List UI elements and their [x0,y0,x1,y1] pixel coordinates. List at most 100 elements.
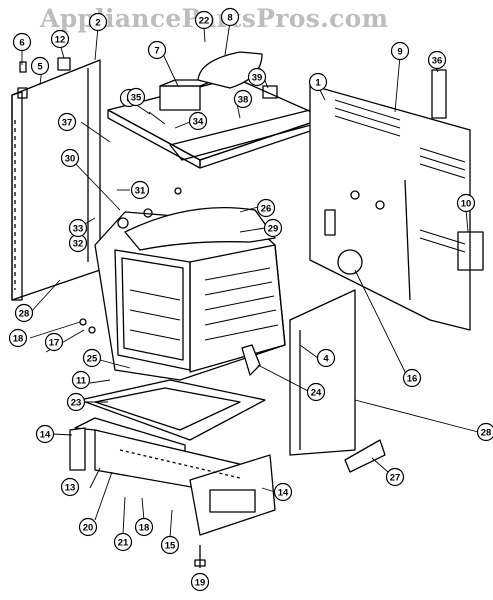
callout-29: 29 [263,218,283,238]
callout-number: 21 [118,538,129,549]
left-side-panel [11,59,101,301]
callout-circle [12,32,32,52]
part-36 [431,69,447,119]
callout-circle [88,12,108,32]
callout-32: 32 [68,233,88,253]
callout-number: 17 [49,338,60,349]
right-side-panel [289,289,356,456]
callout-circle [134,517,154,537]
callout-circle [160,535,180,555]
callout-14: 14 [273,482,293,502]
callout-circle [194,10,214,30]
callout-24: 24 [306,382,326,402]
callout-18: 18 [134,517,154,537]
callout-number: 13 [65,483,76,494]
callout-number: 22 [199,16,210,27]
callout-number: 1 [315,78,321,89]
callout-number: 30 [65,154,76,165]
callout-number: 24 [311,388,322,399]
callout-39: 39 [247,67,267,87]
callout-20: 20 [78,517,98,537]
callout-number: 23 [71,398,82,409]
callout-13: 13 [60,477,80,497]
callout-circle [113,532,133,552]
callout-circle [427,50,447,70]
callout-23: 23 [66,392,86,412]
callout-circle [35,424,55,444]
callout-number: 37 [62,118,73,129]
callout-number: 8 [227,13,232,24]
callout-number: 33 [73,224,84,235]
callout-circle [126,87,146,107]
callout-circle [147,40,167,60]
callout-38: 38 [233,89,253,109]
callout-28: 28 [476,422,493,442]
leveling-leg [194,545,206,568]
callout-circle [8,328,28,348]
callout-8: 8 [220,7,240,27]
callout-10: 10 [456,193,476,213]
callout-number: 2 [95,18,100,29]
callout-number: 28 [481,428,492,439]
callout-circle [50,29,70,49]
callout-17: 17 [44,332,64,352]
callout-12: 12 [50,29,70,49]
callout-number: 14 [40,430,51,441]
callout-circle [306,382,326,402]
callout-number: 34 [193,117,204,128]
callout-circle [233,89,253,109]
callout-5: 5 [30,56,50,76]
rear-panel [309,84,471,331]
callout-4: 4 [316,348,336,368]
callout-number: 7 [154,46,159,57]
callout-number: 5 [37,62,43,73]
callout-number: 36 [432,56,443,67]
callout-circle [66,392,86,412]
callout-number: 35 [131,93,142,104]
callout-14: 14 [35,424,55,444]
callout-circle [385,467,405,487]
callout-number: 28 [19,309,30,320]
callout-2: 2 [88,12,108,32]
callout-number: 32 [73,239,84,250]
part-16 [337,249,363,275]
callout-1: 1 [308,72,328,92]
callout-number: 10 [461,199,472,210]
callout-7: 7 [147,40,167,60]
callout-circle [60,477,80,497]
callout-37: 37 [57,112,77,132]
callout-circle [130,180,150,200]
callout-number: 26 [261,204,272,215]
vent-duct [197,51,263,89]
callout-circle [256,198,276,218]
callout-circle [71,370,91,390]
callout-circle [57,112,77,132]
callout-circle [190,572,210,592]
callout-22: 22 [194,10,214,30]
callout-16: 16 [402,368,422,388]
callout-number: 12 [55,35,66,46]
storage-drawer-frame [69,417,276,536]
callout-31: 31 [130,180,150,200]
callout-30: 30 [60,148,80,168]
callout-11: 11 [71,370,91,390]
callout-circle [78,517,98,537]
insulation [124,206,276,251]
callout-circle [390,41,410,61]
oven-bottom [79,379,266,441]
callout-circle [68,218,88,238]
callout-number: 4 [323,354,329,365]
callout-circle [308,72,328,92]
callout-number: 27 [390,473,401,484]
callout-number: 31 [135,186,146,197]
part-10 [457,231,484,271]
callout-number: 18 [139,523,150,534]
callout-circle [188,111,208,131]
callout-circle [220,7,240,27]
callout-number: 29 [268,224,279,235]
callout-circle [60,148,80,168]
callout-26: 26 [256,198,276,218]
callout-27: 27 [385,467,405,487]
